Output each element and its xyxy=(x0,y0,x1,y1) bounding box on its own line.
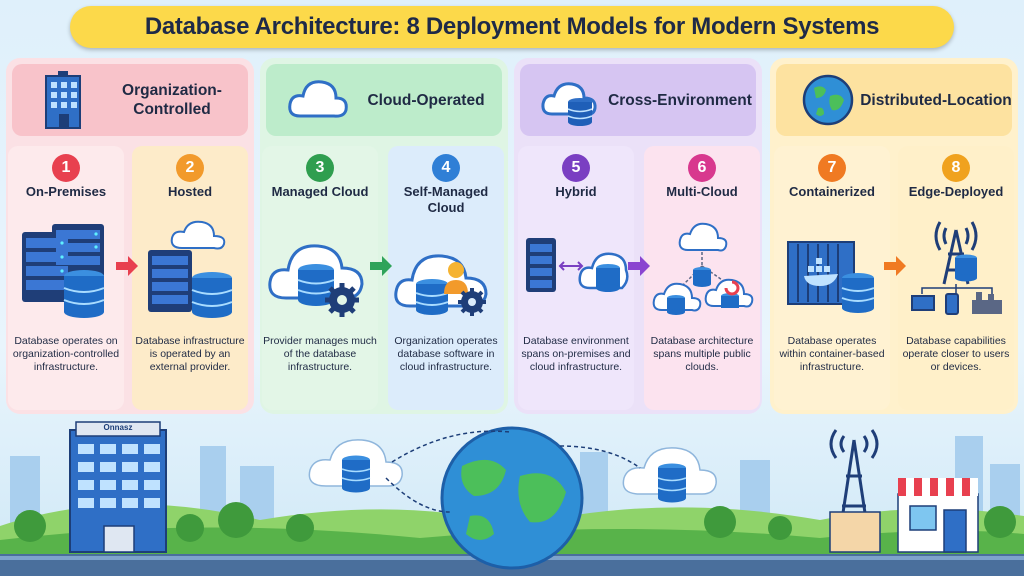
model-title: Managed Cloud xyxy=(271,184,369,199)
model-number: 6 xyxy=(688,154,716,182)
container-database-icon xyxy=(787,241,875,313)
cloud-user-database-icon xyxy=(394,254,488,316)
group-label: Cross-Environment xyxy=(608,91,752,109)
model-card-self-managed-cloud: 4 Self-Managed Cloud xyxy=(388,146,504,410)
building-sign: Onnasz xyxy=(103,423,133,432)
model-description: Database operates on organization-contro… xyxy=(12,335,120,373)
model-card-edge-deployed: 8 Edge-Deployed xyxy=(898,146,1014,410)
page-title: Database Architecture: 8 Deployment Mode… xyxy=(70,6,954,48)
group-header: Cross-Environment xyxy=(520,64,756,136)
arrow-right-icon xyxy=(116,256,138,276)
model-number: 7 xyxy=(818,154,846,182)
arrow-right-icon xyxy=(884,256,906,276)
cloud-database-icon xyxy=(541,82,597,126)
multi-cloud-icon xyxy=(652,222,754,315)
edge-tower-devices-icon xyxy=(911,221,1002,315)
model-description: Organization operates database software … xyxy=(394,335,498,373)
model-title: Hosted xyxy=(167,184,213,199)
group-header: Organization- Controlled xyxy=(12,64,248,136)
model-card-hosted: 2 Hosted xyxy=(132,146,248,410)
model-description: Database infrastructure is operated by a… xyxy=(135,335,245,373)
hosted-server-cloud-icon xyxy=(148,220,233,318)
model-description: Database operates within container-based… xyxy=(779,335,885,373)
model-description: Database environment spans on-premises a… xyxy=(521,335,631,373)
model-number: 8 xyxy=(942,154,970,182)
globe-icon xyxy=(802,74,854,126)
model-title: Multi-Cloud xyxy=(666,184,738,199)
model-number: 2 xyxy=(176,154,204,182)
model-description: Database architecture spans multiple pub… xyxy=(650,335,754,373)
model-card-managed-cloud: 3 Managed Cloud xyxy=(262,146,378,410)
model-card-hybrid: 5 Hybrid xyxy=(518,146,634,410)
model-number: 1 xyxy=(52,154,80,182)
model-card-multi-cloud: 6 Multi-Cloud xyxy=(644,146,760,410)
model-description: Provider manages much of the database in… xyxy=(263,335,377,373)
group-label: Organization- Controlled xyxy=(122,82,222,118)
group-label: Distributed-Location xyxy=(860,91,1012,109)
model-card-containerized: 7 Containerized xyxy=(774,146,890,410)
model-number: 4 xyxy=(432,154,460,182)
cloud-icon xyxy=(288,80,348,118)
city-landscape-illustration xyxy=(0,421,1024,576)
server-to-cloud-icon xyxy=(526,238,629,292)
office-building-icon xyxy=(45,71,81,129)
model-number: 3 xyxy=(306,154,334,182)
model-title: Edge-Deployed xyxy=(908,184,1004,199)
model-title: Self-Managed Cloud xyxy=(403,184,489,215)
group-header: Distributed-Location xyxy=(776,64,1012,136)
group-label: Cloud-Operated xyxy=(367,91,485,109)
model-number: 5 xyxy=(562,154,590,182)
arrow-right-icon xyxy=(628,256,650,276)
model-card-on-premises: 1 On-Premises xyxy=(8,146,124,410)
arrow-right-icon xyxy=(370,256,392,276)
group-header: Cloud-Operated xyxy=(266,64,502,136)
model-title: Hybrid xyxy=(555,184,597,199)
model-title: Containerized xyxy=(789,184,875,199)
model-description: Database capabilities operate closer to … xyxy=(902,335,1010,373)
server-rack-database-icon xyxy=(22,224,105,318)
model-title: On-Premises xyxy=(25,184,107,199)
cloud-database-gear-icon xyxy=(268,244,364,317)
